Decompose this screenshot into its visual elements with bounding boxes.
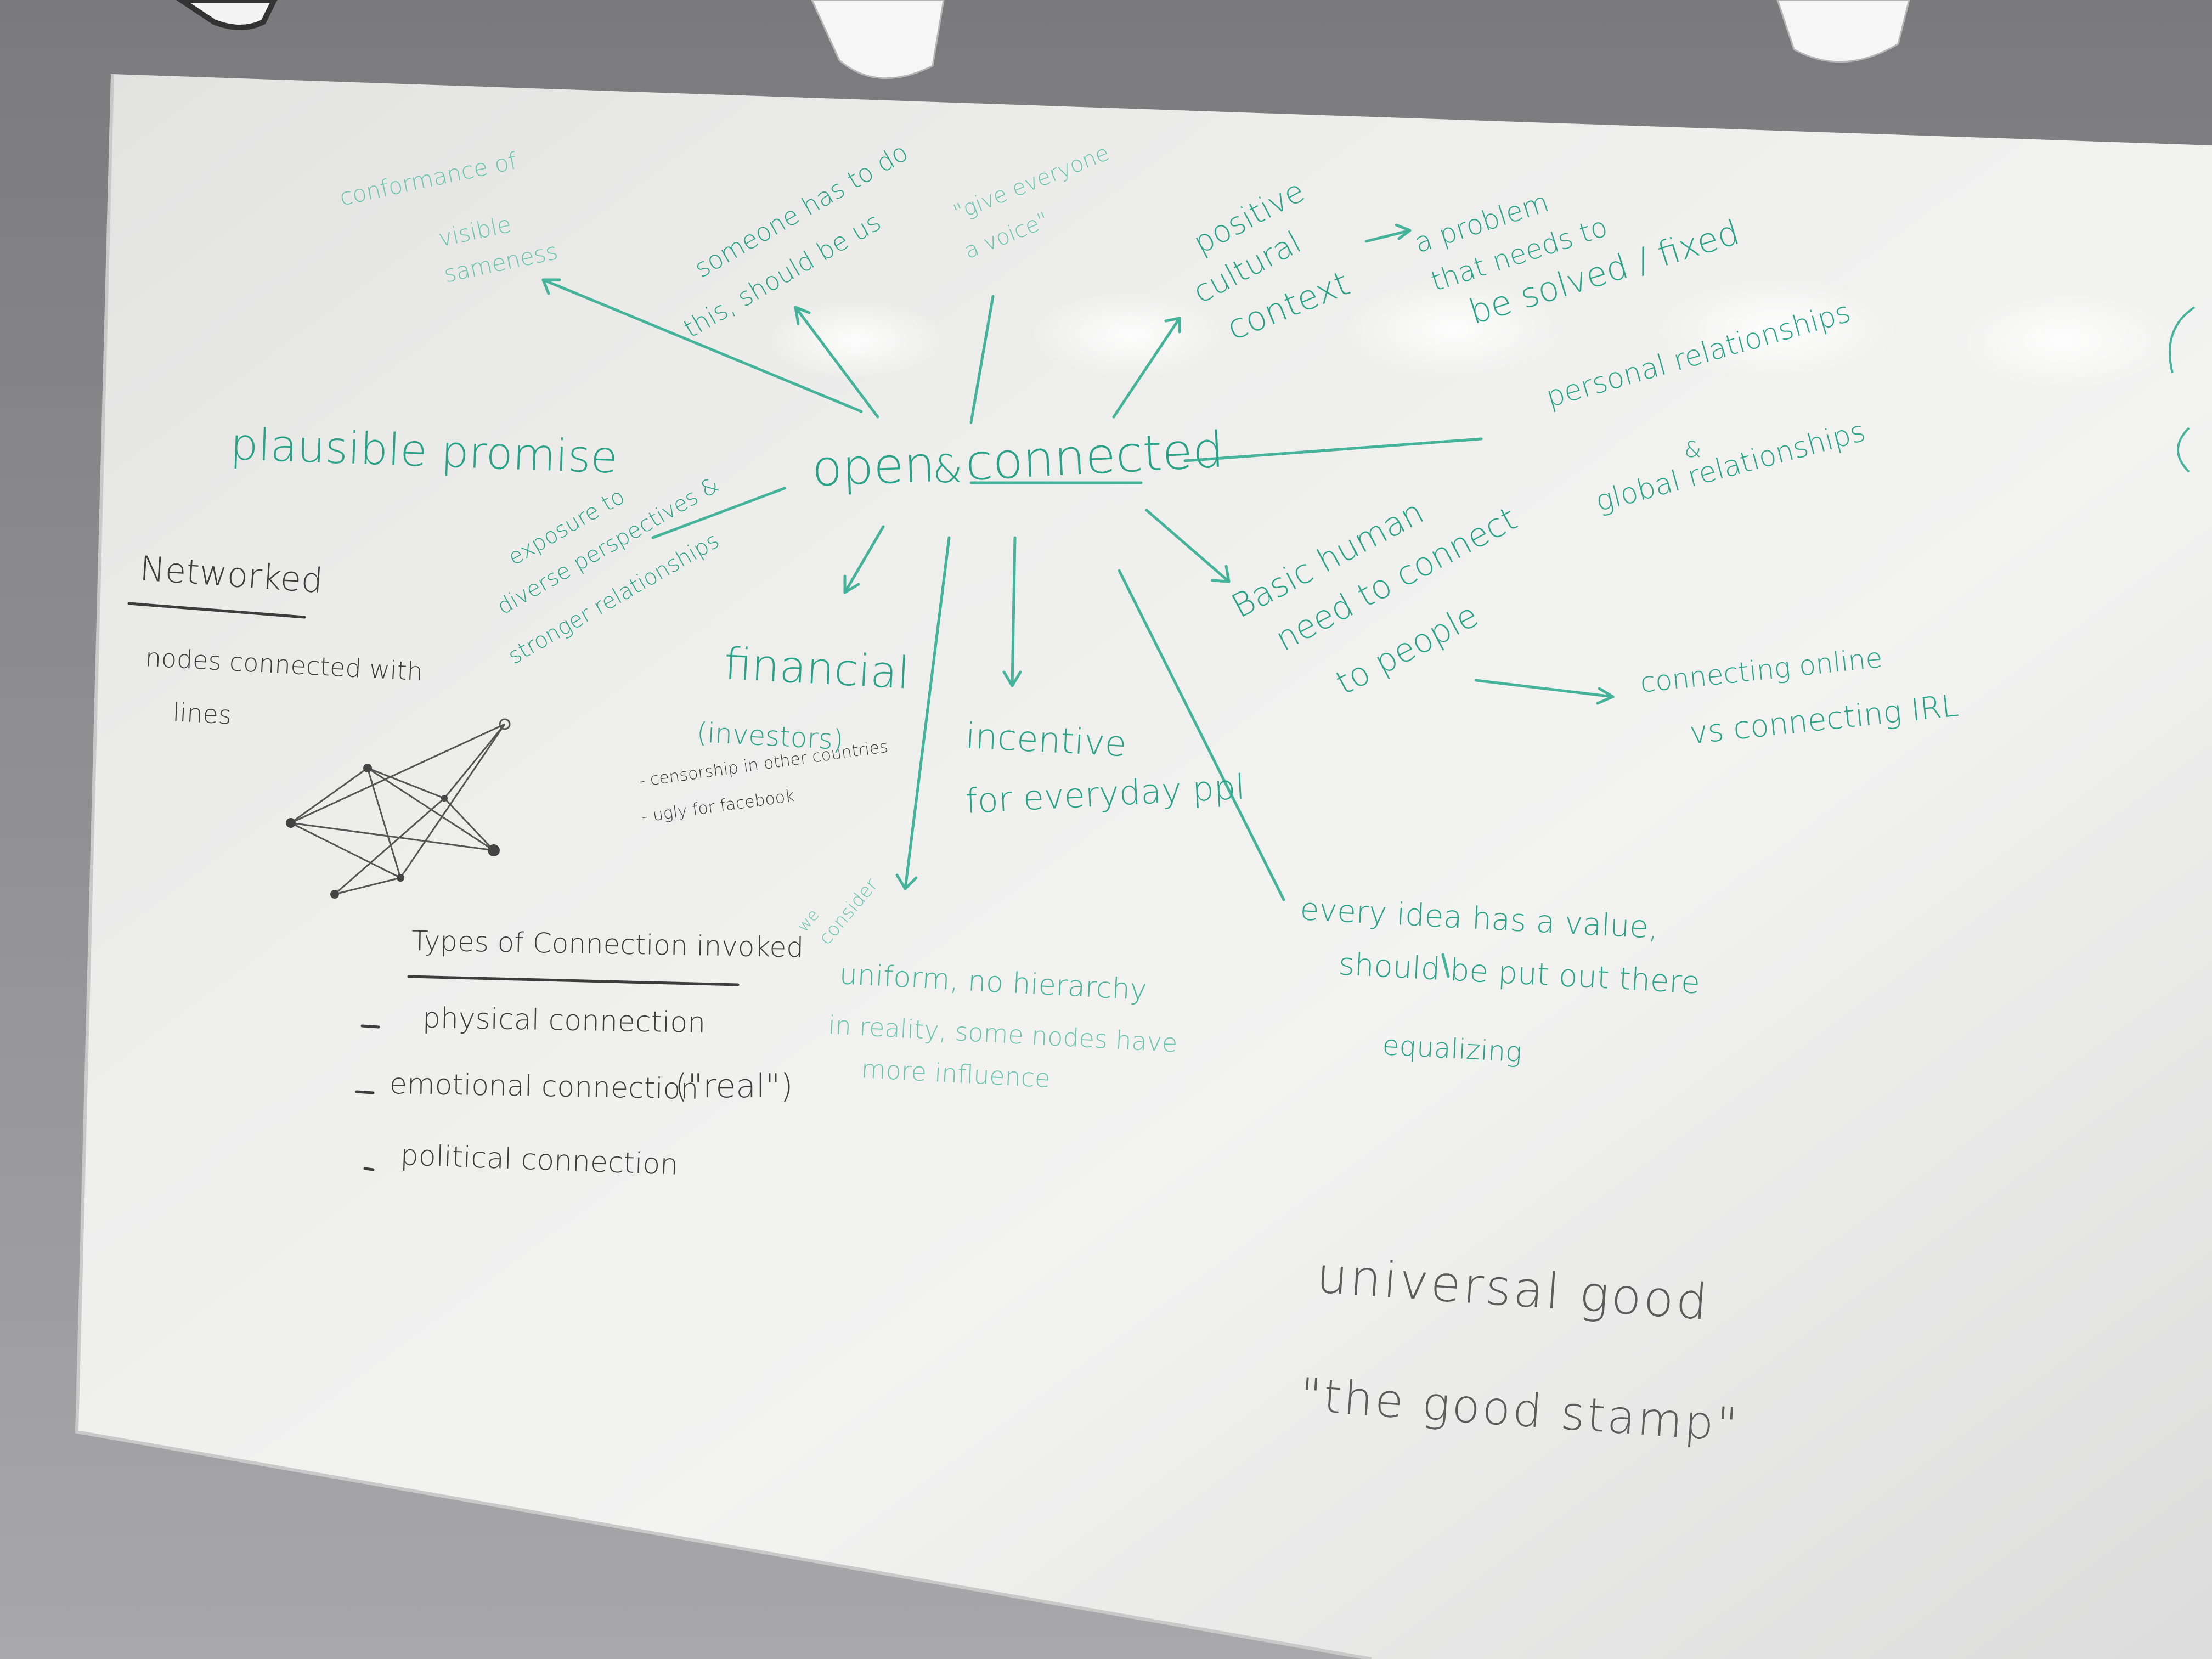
- line-to-personal: [1183, 437, 1483, 462]
- arrow-to-basic: [1145, 509, 1231, 583]
- network-sketch: [290, 723, 506, 895]
- line-to-exposure: [651, 487, 786, 539]
- equalizing: equalizing: [1381, 1029, 1523, 1069]
- arrow-to-someone: [794, 306, 879, 419]
- plausible-promise: plausible promise: [229, 419, 619, 483]
- real-note: ("real"): [675, 1067, 793, 1105]
- type-physical: physical connection: [422, 1002, 706, 1040]
- center-ampersand: &: [933, 447, 963, 492]
- arrow-to-online: [1474, 679, 1615, 698]
- underline-networked: [127, 602, 306, 619]
- arrow-to-financial: [843, 525, 885, 594]
- type-emotional: emotional connection: [389, 1068, 699, 1106]
- arrow-to-conformance: [541, 278, 863, 413]
- types-heading: Types of Connection invoked: [411, 925, 804, 964]
- line-to-uniform: [904, 536, 951, 890]
- center-connected: connected: [964, 421, 1226, 492]
- ceiling-fixtures: [176, 0, 1910, 80]
- arrow-to-incentive: [1011, 536, 1017, 687]
- personal-global-ampersand: &: [1684, 437, 1702, 462]
- whiteboard-surface: [77, 74, 2212, 1659]
- network-nodes: [286, 718, 511, 899]
- underline-types: [407, 975, 740, 986]
- nodes-line-2: lines: [172, 697, 233, 730]
- financial: financial: [723, 638, 911, 699]
- line-to-every-idea: [1118, 569, 1285, 901]
- incentive-line-1: incentive: [964, 716, 1128, 765]
- arrow-to-give-voice: [969, 295, 995, 424]
- arrow-context-problem: [1364, 229, 1412, 243]
- center-open: open: [811, 436, 936, 498]
- arrow-to-positive: [1112, 317, 1181, 419]
